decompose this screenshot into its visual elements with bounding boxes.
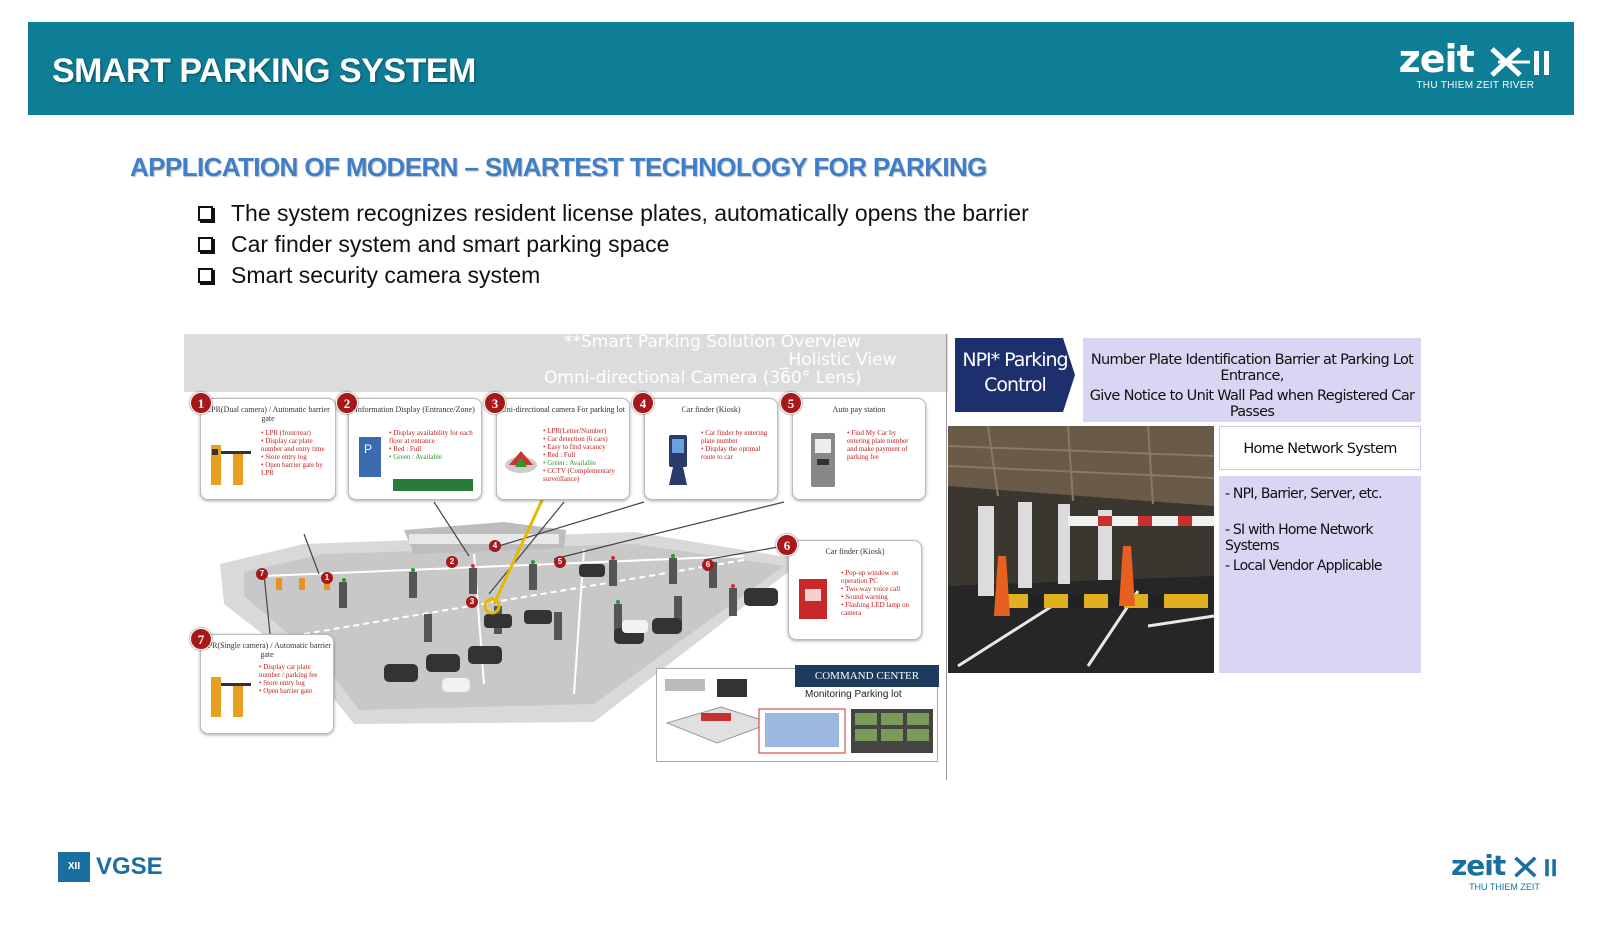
checkbox-bullet-icon	[198, 206, 213, 221]
parking-floor-illustration	[220, 495, 804, 724]
list-item: - Local Vendor Applicable	[1225, 558, 1382, 574]
callout-number-badge: 2	[336, 392, 358, 414]
zeit-xii-logo-icon	[1514, 856, 1556, 878]
emergency-call-icon	[799, 579, 827, 619]
callout-number-badge: 6	[776, 534, 798, 556]
callout-lpr-dual: LPR(Dual camera) / Automatic barrier gat…	[200, 398, 336, 500]
checkbox-bullet-icon	[198, 237, 213, 252]
parking-entrance-image	[948, 426, 1214, 673]
command-center: COMMAND CENTER Monitoring Parking lot	[656, 665, 939, 762]
barrier-gate-icon	[211, 677, 251, 717]
parking-diagram: **Smart Parking Solution Overview _Holis…	[184, 334, 948, 780]
zeit-logo: zeit THU THIEM ZEIT RIVER	[1399, 40, 1552, 91]
list-item: Smart security camera system	[198, 260, 1029, 291]
list-item: Car finder system and smart parking spac…	[198, 229, 1029, 260]
callout-number-badge: 7	[190, 628, 212, 650]
parking-barrier-photo	[948, 426, 1214, 673]
callout-desc: LPR(Letter/Number) Car detection (6 cars…	[543, 427, 623, 483]
header-bar: SMART PARKING SYSTEM zeit THU THIEM ZEIT…	[28, 22, 1574, 115]
vgse-text: VGSE	[96, 853, 163, 880]
home-network-list: - NPI, Barrier, Server, etc. - SI with H…	[1219, 476, 1421, 673]
callout-number-badge: 1	[190, 392, 212, 414]
callout-information-display: Information Display (Entrance/Zone) P Di…	[348, 398, 482, 500]
logo-word: zeit	[1398, 37, 1475, 81]
section-subtitle: APPLICATION OF MODERN – SMARTEST TECHNOL…	[130, 152, 987, 182]
callout-number-badge: 3	[484, 392, 506, 414]
callout-desc: Find My Car by entering plate number and…	[847, 429, 919, 461]
npi-line: Number Plate Identification Barrier at P…	[1090, 352, 1414, 384]
command-center-subtitle: Monitoring Parking lot	[805, 689, 902, 700]
floor-marker-6: 6	[702, 559, 714, 571]
callout-title: LPR(Dual camera) / Automatic barrier gat…	[206, 405, 330, 423]
barrier-gate-icon	[211, 445, 251, 485]
list-item: The system recognizes resident license p…	[198, 198, 1029, 229]
npi-description-box: Number Plate Identification Barrier at P…	[1083, 338, 1421, 422]
zeit-xii-logo-icon	[1490, 46, 1549, 77]
npi-line: Give Notice to Unit Wall Pad when Regist…	[1089, 388, 1415, 420]
diagram-header-line: _Holistic View	[780, 350, 897, 370]
zeit-footer-logo: zeit THU THIEM ZEIT	[1451, 852, 1558, 892]
callout-auto-pay: Auto pay station Find My Car by entering…	[792, 398, 926, 500]
control-room-illustration	[665, 679, 933, 754]
callout-title: LPR(Single camera) / Automatic barrier g…	[202, 641, 332, 659]
floor-marker-4: 4	[489, 540, 501, 552]
floor-marker-5: 5	[554, 556, 566, 568]
callout-car-finder: Car finder (Kiosk) Car finder by enterin…	[644, 398, 778, 500]
diagram-header-line: Omni-directional Camera (360° Lens)	[544, 368, 862, 388]
callout-number-badge: 5	[780, 392, 802, 414]
callout-desc: Display availability for each floor at e…	[389, 429, 475, 461]
home-network-title: Home Network System Supplier	[1219, 426, 1421, 501]
callout-lpr-single: LPR(Single camera) / Automatic barrier g…	[200, 634, 334, 734]
vgse-mark-icon: XII	[58, 852, 90, 882]
callout-title: Car finder (Kiosk)	[681, 405, 741, 414]
pay-station-icon	[811, 433, 835, 487]
callout-title: Auto pay station	[832, 405, 886, 414]
npi-parking-control-badge: NPI* Parking Control	[955, 338, 1075, 412]
kiosk-icon	[669, 435, 687, 485]
list-item: - SI with Home Network Systems	[1225, 522, 1374, 554]
callout-desc: Pop-up window on operation PC Two-way vo…	[841, 569, 915, 617]
floor-marker-3: 3	[466, 596, 478, 608]
page-title: SMART PARKING SYSTEM	[52, 52, 476, 90]
callout-number-badge: 4	[632, 392, 654, 414]
svg-text:P: P	[364, 442, 372, 456]
command-center-title: COMMAND CENTER	[795, 665, 939, 687]
callout-car-finder-kiosk: Car finder (Kiosk) Pop-up window on oper…	[788, 540, 922, 640]
callout-title: Information Display (Entrance/Zone)	[355, 405, 475, 414]
list-item: - NPI, Barrier, Server, etc.	[1225, 486, 1383, 502]
diagram-header-line: **Smart Parking Solution Overview	[564, 334, 861, 352]
camera-icon	[505, 451, 537, 473]
floor-marker-2: 2	[446, 556, 458, 568]
floor-marker-7: 7	[256, 568, 268, 580]
diagram-header: **Smart Parking Solution Overview _Holis…	[184, 334, 948, 392]
led-display-panel	[393, 479, 473, 491]
checkbox-bullet-icon	[198, 268, 213, 283]
callout-uni-camera: Uni-directional camera For parking lot L…	[496, 398, 630, 500]
diagram-divider	[946, 334, 947, 780]
callout-title: Uni-directional camera For parking lot	[501, 405, 625, 414]
feature-list: The system recognizes resident license p…	[198, 198, 1029, 291]
callout-title: Car finder (Kiosk)	[825, 547, 885, 556]
parking-sign-icon: P	[359, 437, 381, 477]
callout-desc: Car finder by entering plate number Disp…	[701, 429, 771, 461]
callout-desc: Display car plate number / parking fee S…	[259, 663, 327, 695]
logo-subtitle: THU THIEM ZEIT RIVER	[1416, 80, 1535, 91]
vgse-logo: XII VGSE	[58, 852, 163, 882]
callout-desc: LPR (front/rear) Display car plate numbe…	[261, 429, 329, 477]
floor-marker-1: 1	[321, 572, 333, 584]
